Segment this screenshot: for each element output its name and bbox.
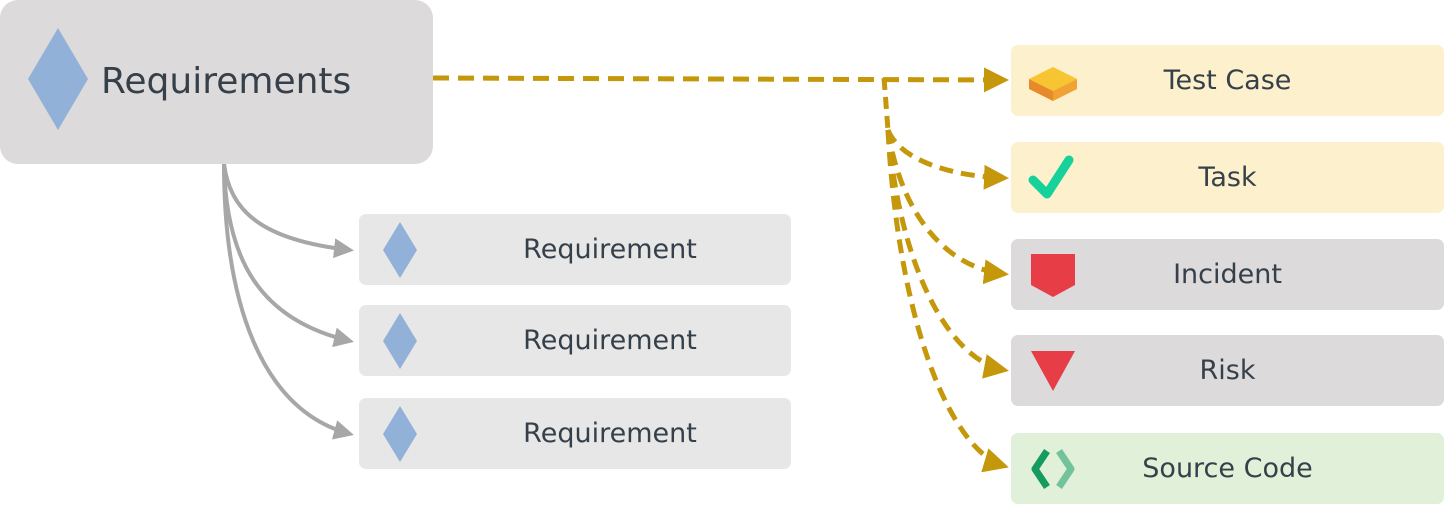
requirement-node-2[interactable]: Requirement (359, 305, 791, 376)
requirement-node-label: Requirement (523, 234, 697, 265)
artifact-trunk (881, 77, 891, 131)
artifact-connector-test-case (432, 67, 1009, 93)
requirement-node-label: Requirement (523, 418, 697, 449)
risk-label: Risk (1199, 355, 1256, 386)
test-case-label: Test Case (1163, 65, 1292, 96)
source-code-node[interactable]: Source Code (1011, 433, 1444, 504)
requirements-node[interactable]: Requirements (0, 0, 433, 164)
triangle-down-icon (1025, 347, 1081, 395)
artifact-connector-risk (885, 129, 1009, 379)
requirement-node-1[interactable]: Requirement (359, 214, 791, 285)
child-connector-1 (222, 163, 354, 259)
artifact-connector-incident (885, 129, 1009, 285)
incident-node[interactable]: Incident (1011, 239, 1444, 310)
test-case-node[interactable]: Test Case (1011, 45, 1444, 116)
requirement-node-3[interactable]: Requirement (359, 398, 791, 469)
child-connector-3 (222, 163, 354, 440)
shield-icon (1025, 251, 1081, 299)
diamond-icon (383, 406, 417, 462)
source-code-label: Source Code (1142, 453, 1313, 484)
risk-node[interactable]: Risk (1011, 335, 1444, 406)
artifact-connector-source-code (885, 129, 1009, 473)
diamond-icon (28, 28, 88, 130)
checkmark-icon (1025, 154, 1081, 202)
task-node[interactable]: Task (1011, 142, 1444, 213)
code-brackets-icon (1025, 445, 1081, 493)
test-case-block-icon (1025, 57, 1081, 105)
diamond-icon (383, 313, 417, 369)
incident-label: Incident (1173, 259, 1282, 290)
diamond-icon (383, 222, 417, 278)
requirement-node-label: Requirement (523, 325, 697, 356)
task-label: Task (1198, 162, 1257, 193)
artifact-connector-task (885, 128, 1009, 190)
requirements-node-label: Requirements (101, 61, 352, 102)
